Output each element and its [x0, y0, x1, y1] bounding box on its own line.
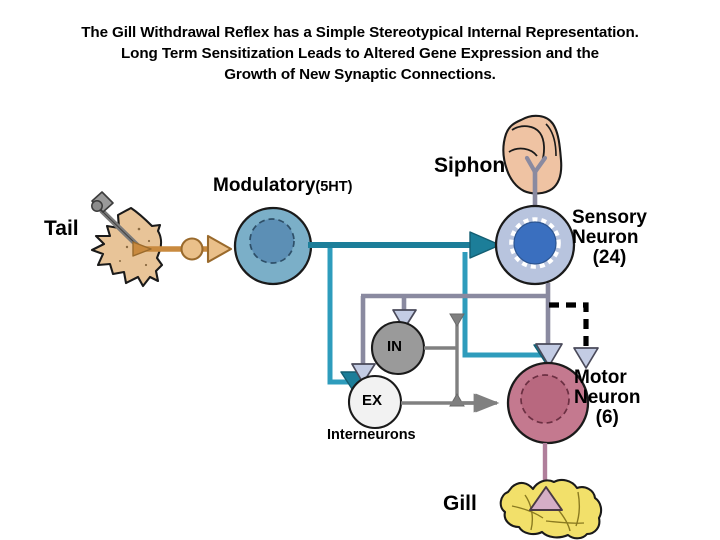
siphon-label: Siphon	[434, 154, 506, 177]
gill-vein-4	[511, 505, 544, 519]
siphon-fold-1	[511, 125, 545, 163]
tail-speckle	[137, 227, 141, 231]
probe-tip	[91, 200, 103, 212]
sensory-neuron-label-line2: Neuron	[572, 226, 639, 248]
sensory-in-terminal	[392, 309, 417, 330]
tail-speckle	[147, 239, 151, 243]
title-line-2: Long Term Sensitization Leads to Altered…	[121, 45, 599, 62]
motor-neuron-count: (6)	[595, 406, 619, 428]
modulatory-neuron[interactable]	[233, 206, 313, 286]
axon-varicosity	[180, 237, 204, 261]
siphon-tissue-group	[502, 114, 563, 195]
modulatory-presynaptic-terminal	[206, 234, 233, 264]
title-line-3: Growth of New Synaptic Connections.	[224, 66, 496, 83]
tail-speckle	[144, 263, 148, 267]
siphon-fold-2	[508, 147, 538, 157]
modulatory-axon-teal	[308, 231, 561, 393]
gill-vein-5	[545, 520, 585, 524]
interneurons-label: Interneurons	[327, 427, 416, 443]
tail-speckle	[125, 245, 129, 249]
gill-tissue-group	[499, 478, 603, 540]
gill-label: Gill	[443, 492, 477, 515]
sensory-ex-terminal	[351, 363, 376, 384]
siphon-axon-branch-right	[532, 155, 548, 175]
sensory-nucleus	[513, 221, 557, 265]
modulatory-to-ex-wire	[327, 255, 357, 385]
tail-axon-origin-terminal	[132, 241, 152, 257]
tail-label: Tail	[44, 217, 79, 240]
siphon-tissue-shape	[502, 114, 563, 195]
sensory-output-wires	[351, 283, 563, 384]
page-title: The Gill Withdrawal Reflex has a Simple …	[0, 22, 720, 85]
motor-nucleus	[520, 374, 570, 424]
new-synapse-wire-dashed	[549, 302, 589, 352]
gill-synapse-terminal	[529, 486, 563, 511]
interneuron-ex-label: EX	[362, 392, 383, 409]
inhibitory-terminal-top	[449, 313, 465, 327]
modulatory-to-motor-wire	[462, 252, 548, 358]
title-line-1: The Gill Withdrawal Reflex has a Simple …	[81, 24, 639, 41]
motor-neuron[interactable]	[506, 361, 590, 445]
motor-neuron-label-line1: Motor	[574, 367, 627, 388]
sensory-motor-terminal-existing	[535, 343, 563, 367]
motor-neuron-label: Motor Neuron (6)	[574, 368, 641, 427]
modulatory-nucleus	[249, 218, 295, 264]
tail-to-modulatory-axon	[132, 234, 233, 264]
sensory-neuron-count: (24)	[592, 246, 627, 268]
new-synaptic-connection	[549, 302, 599, 369]
modulatory-label: Modulatory(5HT)	[213, 176, 352, 196]
siphon-axon-branch-left	[524, 155, 538, 175]
new-synapse-terminal	[573, 347, 599, 369]
sensory-nucleus-ring	[509, 217, 561, 269]
modulatory-transmitter-label: (5HT)	[315, 179, 353, 195]
siphon-fold-3	[545, 123, 557, 157]
modulatory-label-text: Modulatory	[213, 175, 316, 196]
modulatory-sensory-terminal	[469, 231, 501, 259]
siphon-to-sensory-axon	[524, 155, 548, 208]
motor-neuron-label-line2: Neuron	[574, 386, 641, 408]
sensory-neuron[interactable]	[494, 204, 576, 286]
sensory-neuron-label: Sensory Neuron (24)	[572, 208, 647, 267]
sensory-neuron-label-line1: Sensory	[572, 207, 647, 228]
tail-speckle	[119, 260, 121, 262]
interneuron-in-label: IN	[387, 338, 402, 355]
